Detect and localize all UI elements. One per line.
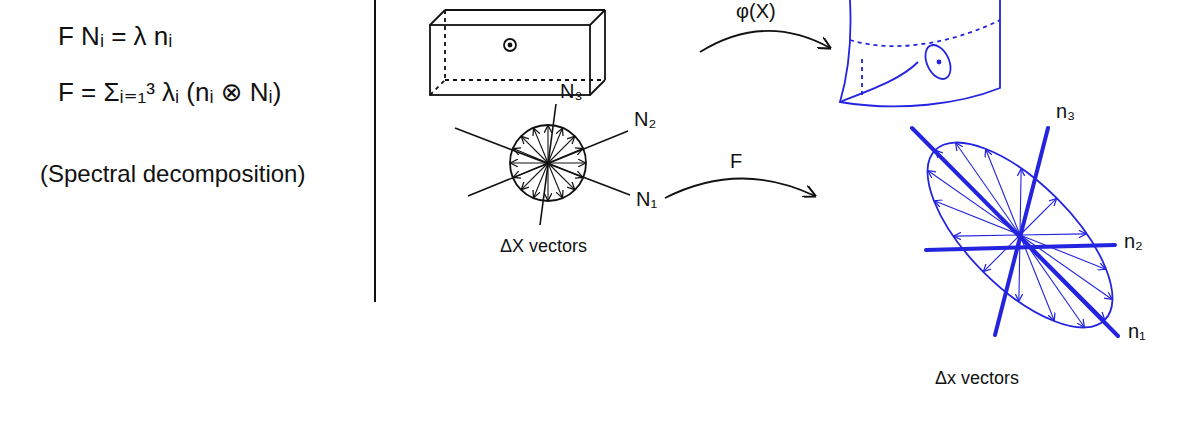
material-vector <box>548 162 585 163</box>
caption-label: ΔX vectors <box>500 236 587 257</box>
reference-circle <box>455 104 630 225</box>
axis-label: n₃ <box>1056 100 1075 123</box>
principal-axis <box>995 128 1048 335</box>
axis-label: n₁ <box>1128 320 1146 343</box>
principal-axis <box>455 128 630 195</box>
axis-label: N₁ <box>636 188 657 211</box>
caption-label: Δx vectors <box>935 368 1019 389</box>
map-label: φ(X) <box>736 0 776 23</box>
principal-axis <box>926 245 1115 250</box>
equation: F = Σᵢ₌₁³ λᵢ (nᵢ ⊗ Nᵢ) <box>58 78 281 108</box>
axis-label: n₂ <box>1124 230 1143 253</box>
principal-axis <box>540 104 556 225</box>
deformed-ellipse <box>898 113 1141 356</box>
deformed-body <box>840 0 1000 106</box>
axis-label: N₂ <box>634 108 656 131</box>
material-vector <box>534 129 548 163</box>
axis-label: N₃ <box>560 80 583 103</box>
note: (Spectral decomposition) <box>40 160 305 188</box>
mapping-arrow <box>665 178 815 198</box>
spatial-vector <box>954 235 1020 236</box>
material-vector <box>522 163 548 189</box>
equation: F Nᵢ = λ nᵢ <box>58 22 172 52</box>
divider <box>374 0 376 302</box>
spatial-vector <box>1020 234 1086 235</box>
map-label: F <box>730 150 742 173</box>
spatial-vector <box>1020 169 1021 235</box>
spatial-vector <box>956 143 1020 235</box>
principal-axis <box>912 128 1118 336</box>
material-vector <box>548 163 574 189</box>
material-vector <box>511 162 548 163</box>
spatial-vector <box>935 201 1020 235</box>
mapping-arrow <box>700 31 830 52</box>
